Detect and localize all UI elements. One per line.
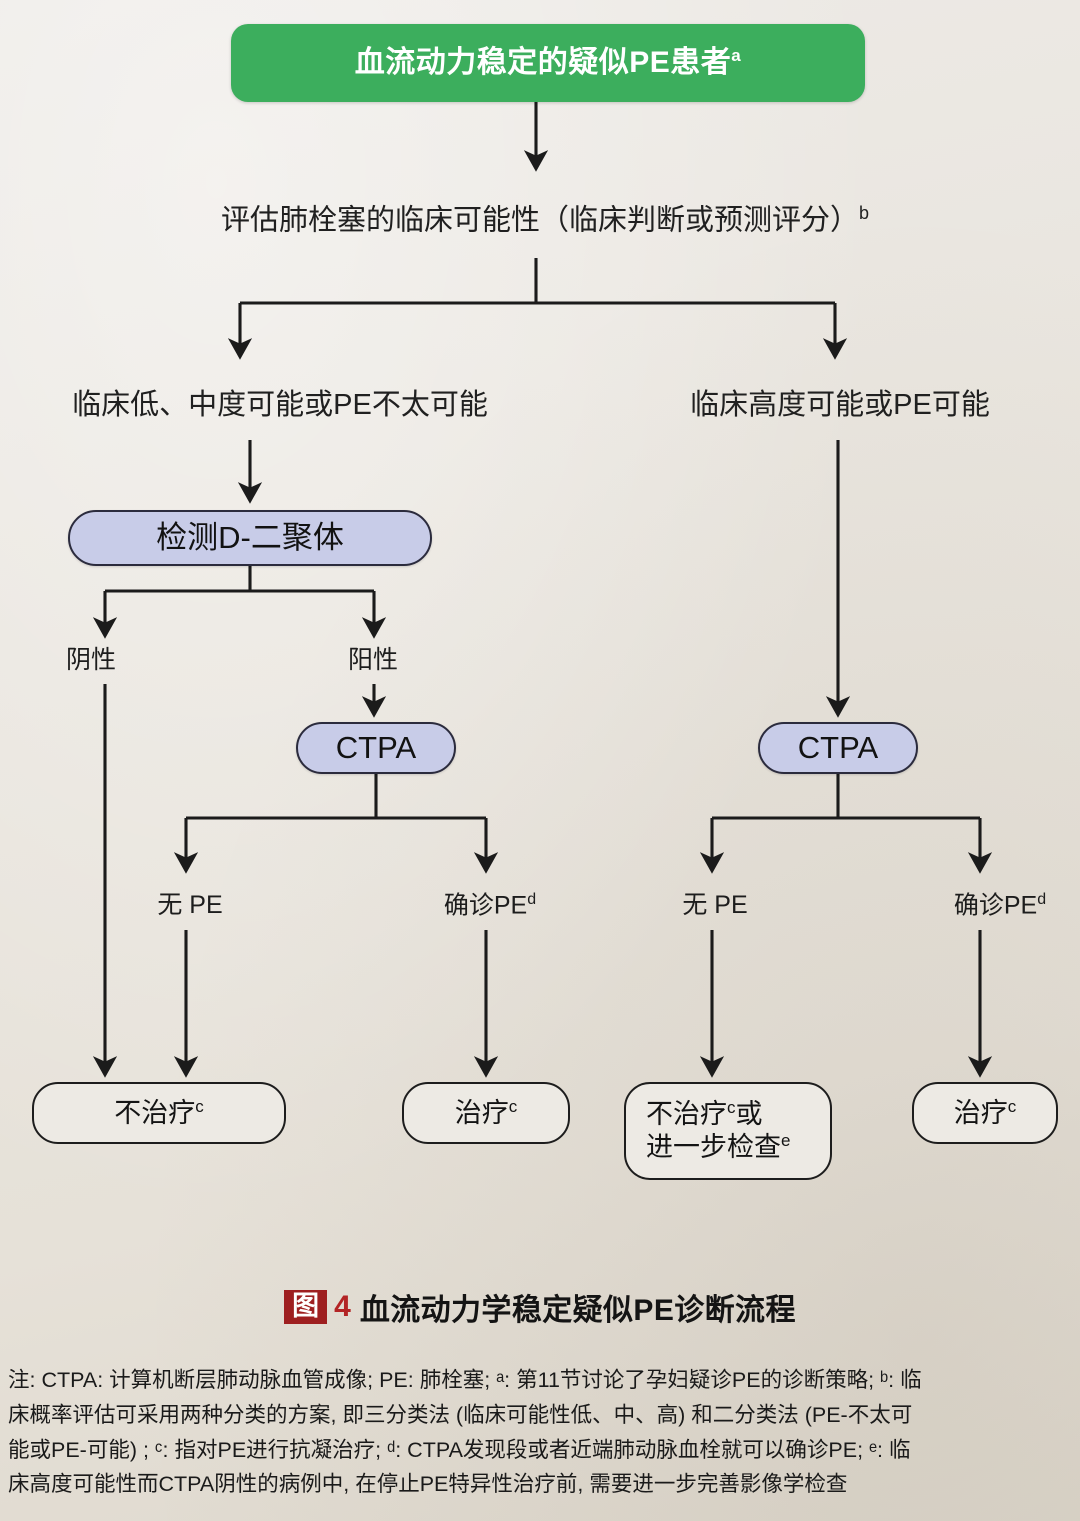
footnote-line-1: 注: CTPA: 计算机断层肺动脉血管成像; PE: 肺栓塞; ᵃ: 第11节讨… [8, 1368, 922, 1392]
result-confirmed-pe-right-text: 确诊PE [953, 890, 1038, 919]
header-suspected-pe-node: 血流动力稳定的疑似PE患者a [231, 24, 865, 102]
outcome-1-line1: 治疗 [454, 1097, 509, 1128]
outcome-treatment-right[interactable]: 治疗c [912, 1082, 1058, 1144]
outcome-no-treatment-or-further-exam[interactable]: 不治疗c或 进一步检查e [624, 1082, 832, 1180]
assessment-label: 评估肺栓塞的临床可能性（临床判断或预测评分） [220, 204, 859, 237]
figure-badge: 图 [284, 1289, 328, 1325]
d-dimer-test-node[interactable]: 检测D-二聚体 [68, 510, 432, 566]
assessment-superscript: b [859, 202, 870, 223]
branch-high-probability-label: 临床高度可能或PE可能 [690, 389, 990, 422]
outcome-0-line1: 不治疗 [114, 1097, 196, 1128]
result-confirmed-pe-right: 确诊PEd [910, 885, 1080, 925]
branch-low-moderate-label: 临床低、中度可能或PE不太可能 [72, 389, 488, 422]
ctpa-node-left[interactable]: CTPA [296, 722, 456, 774]
outcome-2-line2-superscript: e [781, 1131, 791, 1150]
figure-title: 血流动力学稳定疑似PE诊断流程 [359, 1294, 796, 1327]
footnote-line-3: 能或PE-可能) ; ᶜ: 指对PE进行抗凝治疗; ᵈ: CTPA发现段或者近端… [8, 1437, 911, 1462]
footnote-line-2: 床概率评估可采用两种分类的方案, 即三分类法 (临床可能性低、中、高) 和二分类… [8, 1402, 913, 1427]
outcome-2-line1: 不治疗 [646, 1099, 727, 1130]
ctpa-node-right[interactable]: CTPA [758, 722, 918, 774]
header-superscript: a [731, 45, 742, 65]
header-label: 血流动力稳定的疑似PE患者 [354, 45, 732, 79]
outcome-2-line2: 进一步检查 [646, 1132, 781, 1162]
outcome-2-line1-tail: 或 [735, 1099, 763, 1130]
outcome-0-line1-superscript: c [195, 1096, 204, 1116]
outcome-3-line1-superscript: c [1007, 1096, 1017, 1116]
result-no-pe-left: 无 PE [157, 890, 223, 919]
outcome-no-treatment-left[interactable]: 不治疗c [32, 1082, 286, 1144]
outcome-2-line1-superscript: c [727, 1098, 736, 1118]
figure-number: 4 [334, 1290, 351, 1323]
result-no-pe-right: 无 PE [682, 890, 748, 919]
outcome-1-line1-superscript: c [508, 1096, 518, 1116]
result-confirmed-pe-left-superscript: d [527, 890, 537, 908]
footnote-line-4: 床高度可能性而CTPA阴性的病例中, 在停止PE特异性治疗前, 需要进一步完善影… [8, 1472, 848, 1497]
result-confirmed-pe-left-text: 确诊PE [443, 890, 528, 919]
footnote-block: 注: CTPA: 计算机断层肺动脉血管成像; PE: 肺栓塞; ᵃ: 第11节讨… [8, 1363, 1072, 1502]
result-confirmed-pe-left: 确诊PEd [400, 885, 580, 925]
outcome-treatment-left[interactable]: 治疗c [402, 1082, 570, 1144]
outcome-3-line1: 治疗 [953, 1097, 1008, 1128]
assessment-step-node: 评估肺栓塞的临床可能性（临床判断或预测评分）b [150, 195, 940, 247]
d-dimer-negative-label: 阴性 [65, 645, 116, 674]
result-confirmed-pe-right-superscript: d [1037, 890, 1047, 908]
d-dimer-positive-label: 阳性 [347, 645, 398, 674]
